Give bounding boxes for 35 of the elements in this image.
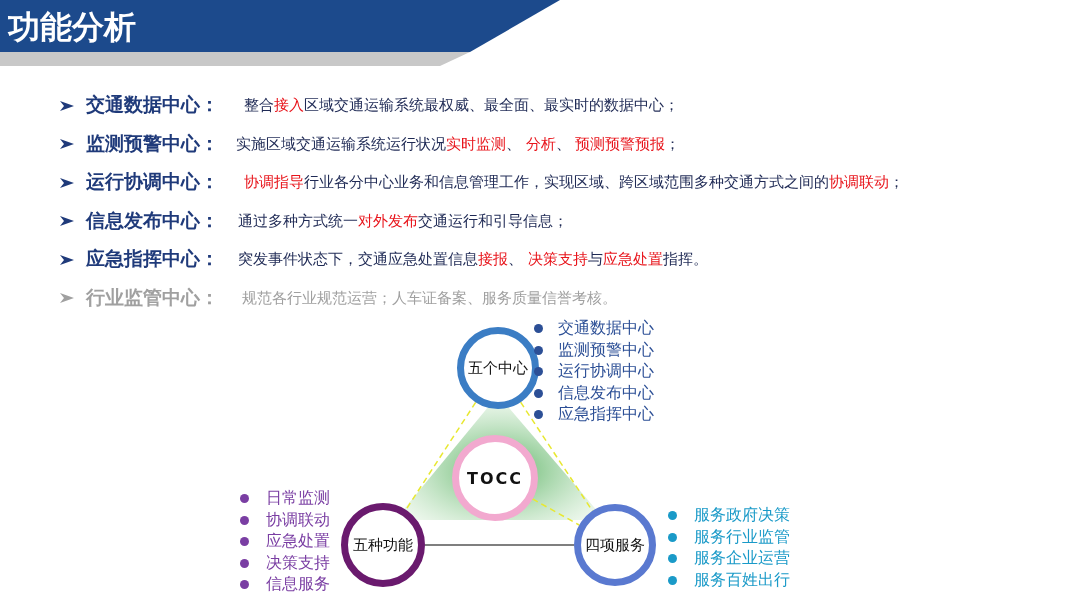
slide-title: 功能分析 [8, 7, 136, 48]
list-item: 交通数据中心 [558, 318, 654, 339]
list-item: 服务百姓出行 [694, 569, 790, 591]
dashed-connector [531, 498, 580, 526]
list-item: 信息发布中心 [558, 382, 654, 404]
description-text: 协调指导行业各分中心业务和信息管理工作，实现区域、跨区域范围多种交通方式之间的协调联动； [244, 173, 904, 192]
list-item: 服务企业运营 [694, 548, 790, 569]
list-item: 监测预警中心 [558, 339, 654, 361]
list-item: 运行协调中心 [558, 361, 654, 382]
description-text: 整合接入区域交通运输系统最权威、最全面、最实时的数据中心； [244, 96, 679, 115]
list-item: 协调联动 [266, 509, 330, 531]
list-heading: 运行协调中心： [60, 169, 219, 195]
description-text: 通过多种方式统一对外发布交通运行和引导信息； [238, 211, 568, 231]
list-heading: 监测预警中心： [60, 130, 219, 157]
dashed-connector [405, 401, 477, 511]
list-heading: 信息发布中心： [60, 207, 219, 234]
list-item: 服务政府决策 [694, 505, 790, 526]
list-item: 日常监测 [266, 488, 330, 509]
list-item: 决策支持 [266, 552, 330, 574]
list-heading: 交通数据中心： [60, 92, 219, 118]
node-label: 五个中心 [468, 358, 528, 378]
list-item: 信息服务 [266, 574, 330, 595]
list-heading: 行业监管中心： [60, 284, 219, 311]
list-item: 服务行业监管 [694, 526, 790, 548]
list-heading: 应急指挥中心： [60, 246, 219, 272]
circle-node [457, 327, 539, 409]
list-item: 应急指挥中心 [558, 404, 654, 425]
node-label: TOCC [467, 468, 523, 488]
description-text: 实施区域交通运输系统运行状况实时监测、 分析、 预测预警预报； [236, 134, 681, 154]
connector-line [424, 544, 575, 546]
node-label: 四项服务 [585, 535, 645, 555]
description-text: 规范各行业规范运营；人车证备案、服务质量信誉考核。 [242, 288, 617, 308]
list-item: 应急处置 [266, 531, 330, 552]
node-label: 五种功能 [353, 535, 413, 555]
description-text: 突发事件状态下，交通应急处置信息接报、 决策支持与应急处置指挥。 [238, 250, 708, 269]
